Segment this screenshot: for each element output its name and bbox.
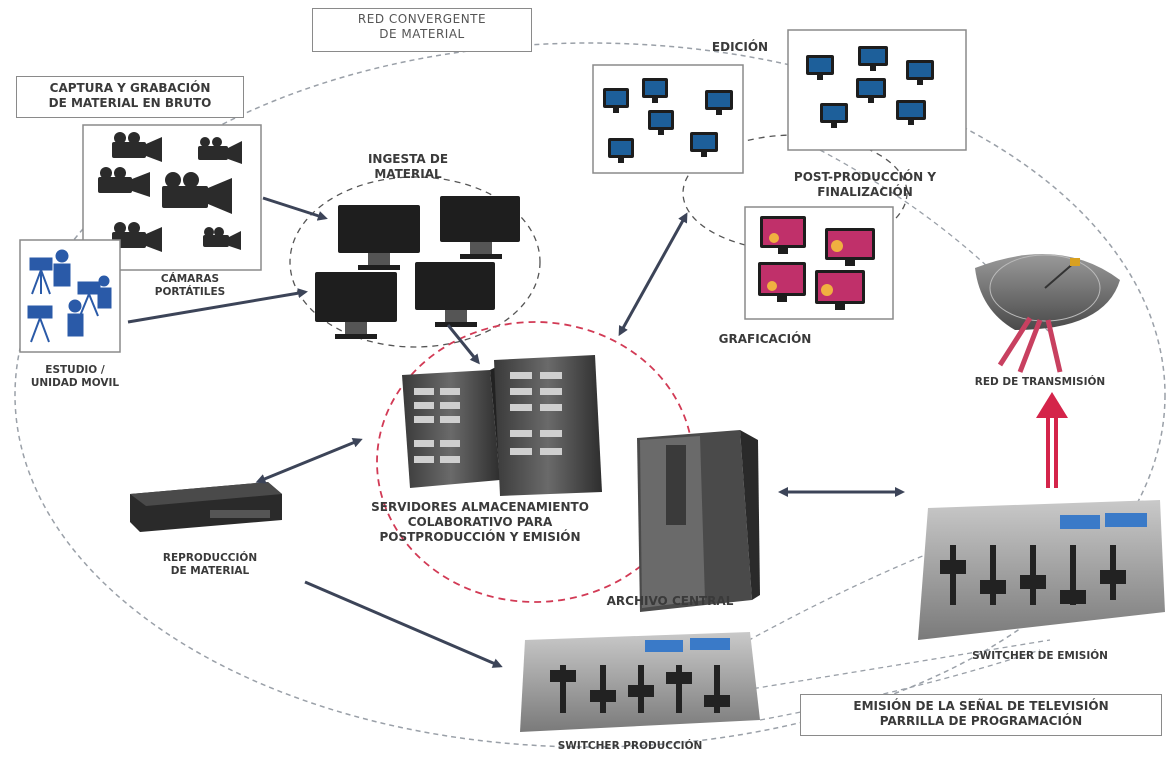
edicion-label: EDICIÓN <box>711 40 769 54</box>
dashed-link <box>759 649 1041 721</box>
arrow-studio-ingest <box>127 288 308 324</box>
red-convergente-line2: DE MATERIAL <box>379 27 465 41</box>
red-convergente-label: RED CONVERGENTE DE MATERIAL <box>312 12 532 42</box>
satellite-dish <box>975 254 1120 373</box>
captura-line2: DE MATERIAL EN BRUTO <box>48 96 212 110</box>
estudio-line2: UNIDAD MOVIL <box>30 377 120 390</box>
emision-line1: EMISIÓN DE LA SEÑAL DE TELEVISIÓN <box>853 699 1109 713</box>
graficacion-label: GRAFICACIÓN <box>718 332 812 346</box>
arrow-deck-servers <box>255 438 363 484</box>
central-archive <box>637 430 760 612</box>
postproduccion-line2: FINALIZACIÓN <box>817 185 913 199</box>
servidores-label: SERVIDORES ALMACENAMIENTO COLABORATIVO P… <box>335 500 625 545</box>
emision-label: EMISIÓN DE LA SEÑAL DE TELEVISIÓN PARRIL… <box>800 699 1162 729</box>
reproduccion-line1: REPRODUCCIÓN <box>162 552 258 564</box>
editing-box-right <box>787 29 967 151</box>
servidores-line3: POSTPRODUCCIÓN Y EMISIÓN <box>379 530 581 544</box>
storage-servers <box>402 355 602 496</box>
captura-line1: CAPTURA Y GRABACIÓN <box>49 81 211 95</box>
servidores-line2: COLABORATIVO PARA <box>407 515 553 529</box>
network-ellipse <box>14 42 1166 748</box>
dashed-link <box>739 554 926 646</box>
red-transmision-label: RED DE TRANSMISIÓN <box>974 376 1106 388</box>
captura-label: CAPTURA Y GRABACIÓN DE MATERIAL EN BRUTO <box>16 81 244 111</box>
ingesta-line1: INGESTA DE <box>367 152 449 166</box>
switcher-emision-label: SWITCHER DE EMISIÓN <box>972 650 1108 662</box>
red-convergente-box <box>312 8 532 52</box>
postproduccion-label: POST-PRODUCCIÓN Y FINALIZACIÓN <box>760 170 970 200</box>
arrow-emission-up <box>1036 392 1068 488</box>
camaras-line1: CÁMARAS <box>160 273 220 285</box>
switcher-produccion-label: SWITCHER PRODUCCIÓN <box>557 740 703 752</box>
graphics-box <box>744 206 894 320</box>
red-convergente-line1: RED CONVERGENTE <box>357 12 487 26</box>
studio-group <box>19 239 121 353</box>
reproduccion-label: REPRODUCCIÓN DE MATERIAL <box>150 552 270 578</box>
servidores-line1: SERVIDORES ALMACENAMIENTO <box>371 500 589 514</box>
captura-box <box>16 76 244 118</box>
emision-line2: PARRILLA DE PROGRAMACIÓN <box>879 714 1083 728</box>
ingesta-label: INGESTA DE MATERIAL <box>348 152 468 182</box>
dashed-link <box>744 639 1051 691</box>
archivo-label: ARCHIVO CENTRAL <box>606 594 734 608</box>
arrow-deck-production <box>304 580 503 668</box>
emision-box <box>800 694 1162 736</box>
editing-box-left <box>592 64 744 174</box>
estudio-label: ESTUDIO / UNIDAD MOVIL <box>15 364 135 390</box>
estudio-line1: ESTUDIO / <box>45 364 105 376</box>
arrow-ingest-servers <box>446 324 480 365</box>
ingesta-line2: MATERIAL <box>374 167 442 181</box>
reproduccion-line2: DE MATERIAL <box>170 565 250 578</box>
ingest-cluster <box>289 176 541 348</box>
production-switcher <box>520 632 760 732</box>
camaras-line2: PORTÁTILES <box>154 286 226 299</box>
camaras-label: CÁMARAS PORTÁTILES <box>140 273 240 299</box>
arrow-cameras-ingest <box>262 196 328 221</box>
postproduccion-line1: POST-PRODUCCIÓN Y <box>793 170 937 184</box>
playback-deck <box>130 482 282 532</box>
ingest-monitors <box>315 196 520 339</box>
emission-switcher <box>918 500 1165 640</box>
arrow-servers-edit <box>618 212 688 337</box>
